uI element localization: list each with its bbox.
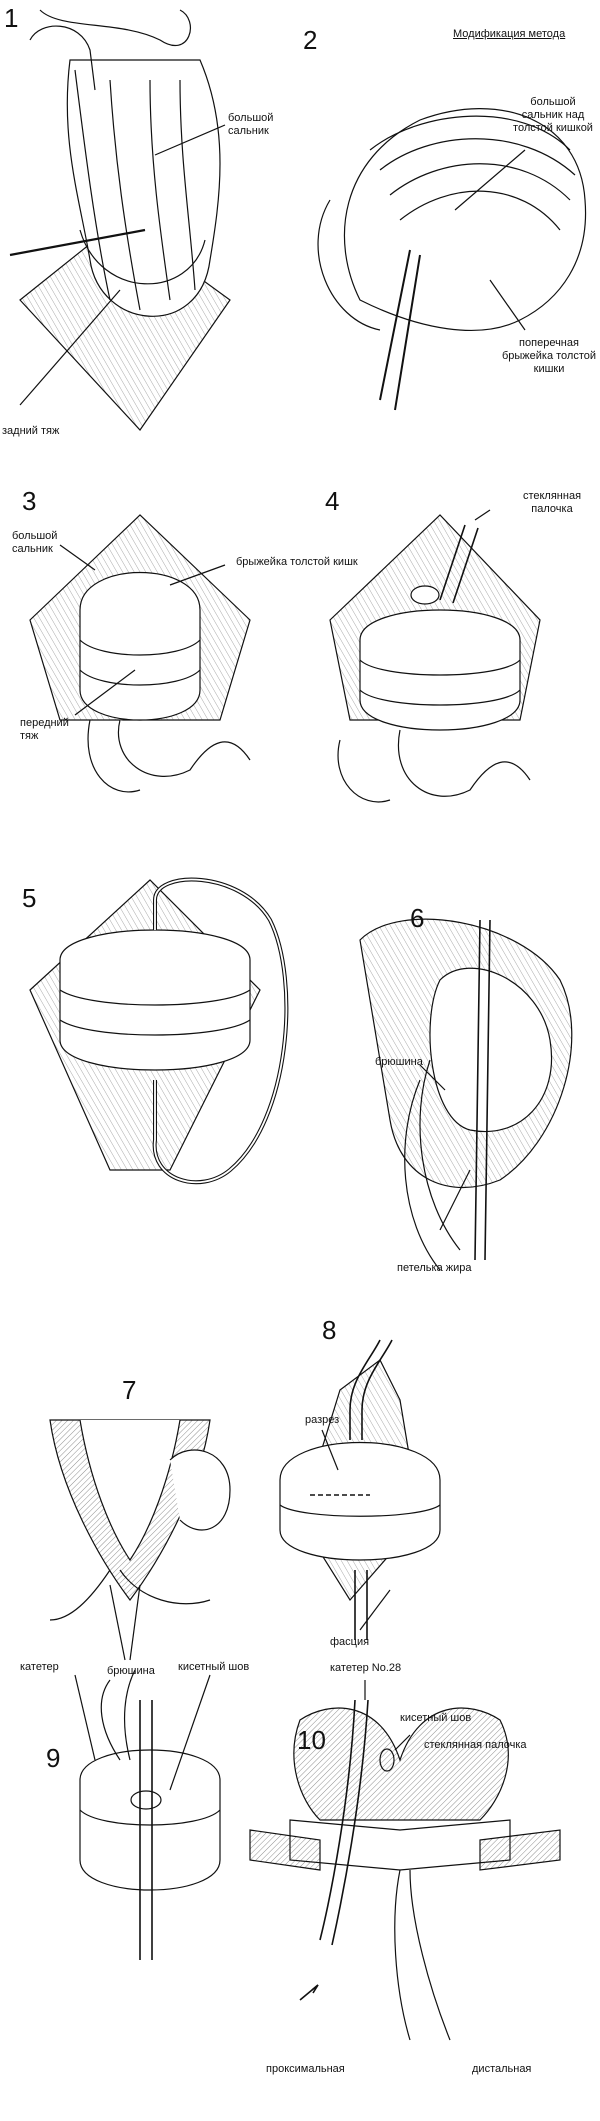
- panel-5-number: 5: [22, 883, 37, 913]
- panel-2-number: 2: [303, 25, 318, 55]
- panel-2-drawing: [317, 107, 587, 411]
- panel-9-label-purse-string: кисетный шов: [178, 1661, 250, 1673]
- panel-10-number: 10: [297, 1725, 326, 1755]
- panel-2-label-omentum-over-colon: большой сальник над толстой кишкой: [513, 96, 593, 134]
- panel-3-label-mesocolon: брыжейка толстой кишк: [236, 556, 358, 568]
- panel-2-label-transverse-mesocolon: поперечная брыжейка толстой кишки: [501, 337, 597, 375]
- panel-1-label-greater-omentum: большой сальник: [228, 112, 274, 137]
- panel-9-number: 9: [46, 1743, 61, 1773]
- panel-1-number: 1: [4, 3, 19, 33]
- panel-3-number: 3: [22, 486, 37, 516]
- header-title: Модификация метода: [453, 28, 566, 40]
- panel-3-drawing: [29, 514, 251, 793]
- panel-10-label-catheter-28: катетер No.28: [330, 1662, 402, 1674]
- panel-4-drawing: [329, 509, 541, 803]
- panel-6-number: 6: [410, 903, 425, 933]
- panel-6-label-peritoneum: брюшина: [375, 1056, 423, 1068]
- panel-8-label-fascia: фасция: [330, 1636, 370, 1648]
- panel-10-label-purse-string: кисетный шов: [400, 1712, 472, 1724]
- panel-10-label-distal: дистальная: [472, 2063, 532, 2075]
- panel-1-label-posterior-cord: задний тяж: [2, 425, 60, 437]
- panel-6-drawing: [359, 918, 573, 1271]
- panel-1-drawing: [9, 9, 231, 431]
- panel-8-number: 8: [322, 1315, 337, 1345]
- panel-8-drawing: [279, 1339, 441, 1640]
- panel-10-label-proximal: проксимальная: [266, 2063, 345, 2075]
- panel-7-drawing: [49, 1419, 231, 1661]
- panel-7-number: 7: [122, 1375, 137, 1405]
- panel-5-drawing: [29, 877, 289, 1185]
- panel-3-label-anterior-cord: передний тяж: [20, 717, 69, 742]
- panel-9-drawing: [74, 1669, 221, 1960]
- panel-4-label-glass-rod: стеклянная палочка: [522, 490, 582, 515]
- panel-9-label-catheter: катетер: [20, 1661, 59, 1673]
- panel-6-label-fat-loop: петелька жира: [397, 1262, 472, 1274]
- panel-7-label-peritoneum: брюшина: [107, 1665, 155, 1677]
- panel-3-label-greater-omentum: большой сальник: [12, 530, 58, 555]
- panel-8-label-incision: разрез: [305, 1414, 340, 1426]
- panel-10-label-glass-rod: стеклянная палочка: [424, 1739, 527, 1751]
- panel-4-number: 4: [325, 486, 340, 516]
- panel-10-drawing: [249, 1680, 561, 2041]
